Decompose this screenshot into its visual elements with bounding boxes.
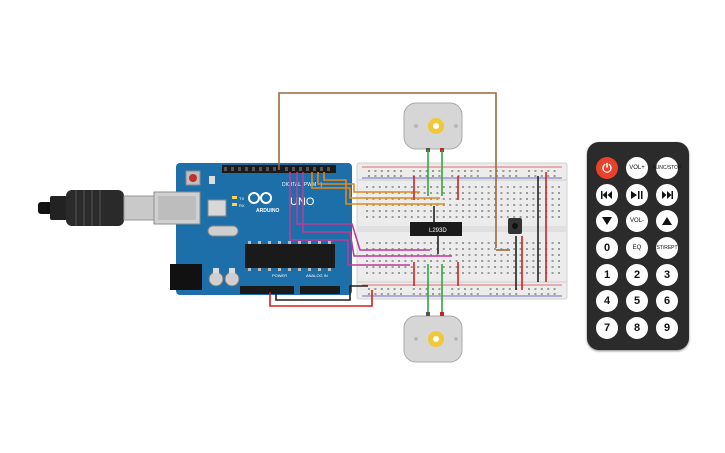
arduino-uno-board[interactable]: DIGITAL (PWM ~) ARDUINO UNO TX RX xyxy=(153,163,352,295)
breadboard-jumpers[interactable] xyxy=(413,172,547,290)
wires[interactable] xyxy=(269,92,510,312)
digit-6-button[interactable]: 6 xyxy=(656,290,678,312)
digit-5-button[interactable]: 5 xyxy=(626,290,648,312)
arduino-logo-text: ARDUINO xyxy=(256,208,279,214)
breadboard-holes xyxy=(366,170,560,295)
digit-8-button[interactable]: 8 xyxy=(626,317,648,339)
ir-remote[interactable]: ⏻ VOL+ FUNC/STOP VOL- 0 EQ ST/REPT 1 2 3… xyxy=(587,142,689,350)
up-button[interactable] xyxy=(656,210,678,232)
digit-7-button[interactable]: 7 xyxy=(596,317,618,339)
breadboard[interactable]: L293D xyxy=(356,162,568,300)
vol-down-button[interactable]: VOL- xyxy=(626,210,648,232)
digit-9-button[interactable]: 9 xyxy=(656,317,678,339)
skip-forward-icon xyxy=(662,191,673,199)
st-rept-button[interactable]: ST/REPT xyxy=(656,237,678,259)
l293d-chip[interactable] xyxy=(410,222,462,236)
digit-3-button[interactable]: 3 xyxy=(656,264,678,286)
triangle-up-icon xyxy=(662,217,672,225)
triangle-down-icon xyxy=(602,217,612,225)
dc-motor-top[interactable] xyxy=(403,102,463,152)
play-pause-button[interactable] xyxy=(626,184,648,206)
tx-label: TX xyxy=(239,196,244,201)
digit-2-button[interactable]: 2 xyxy=(626,264,648,286)
digit-4-button[interactable]: 4 xyxy=(596,290,618,312)
rx-label: RX xyxy=(239,203,245,208)
digital-header-pins xyxy=(224,167,330,171)
prev-button[interactable] xyxy=(596,184,618,206)
func-stop-button[interactable]: FUNC/STOP xyxy=(653,157,681,179)
eq-button[interactable]: EQ xyxy=(626,237,648,259)
digit-1-button[interactable]: 1 xyxy=(596,264,618,286)
digit-0-button[interactable]: 0 xyxy=(596,237,618,259)
play-pause-icon xyxy=(631,191,643,199)
vol-up-button[interactable]: VOL+ xyxy=(626,157,648,179)
l293d-chip-label: L293D xyxy=(429,228,447,234)
atmega-chip xyxy=(245,244,335,268)
dc-motor-bottom[interactable] xyxy=(403,312,463,363)
next-button[interactable] xyxy=(656,184,678,206)
usb-cable[interactable] xyxy=(38,190,165,226)
down-button[interactable] xyxy=(596,210,618,232)
arduino-logo-icon xyxy=(248,192,272,204)
power-header-label: POWER xyxy=(272,273,287,278)
power-button[interactable]: ⏻ xyxy=(596,157,618,179)
analog-header-label: ANALOG IN xyxy=(306,273,328,278)
skip-back-icon xyxy=(601,191,612,199)
